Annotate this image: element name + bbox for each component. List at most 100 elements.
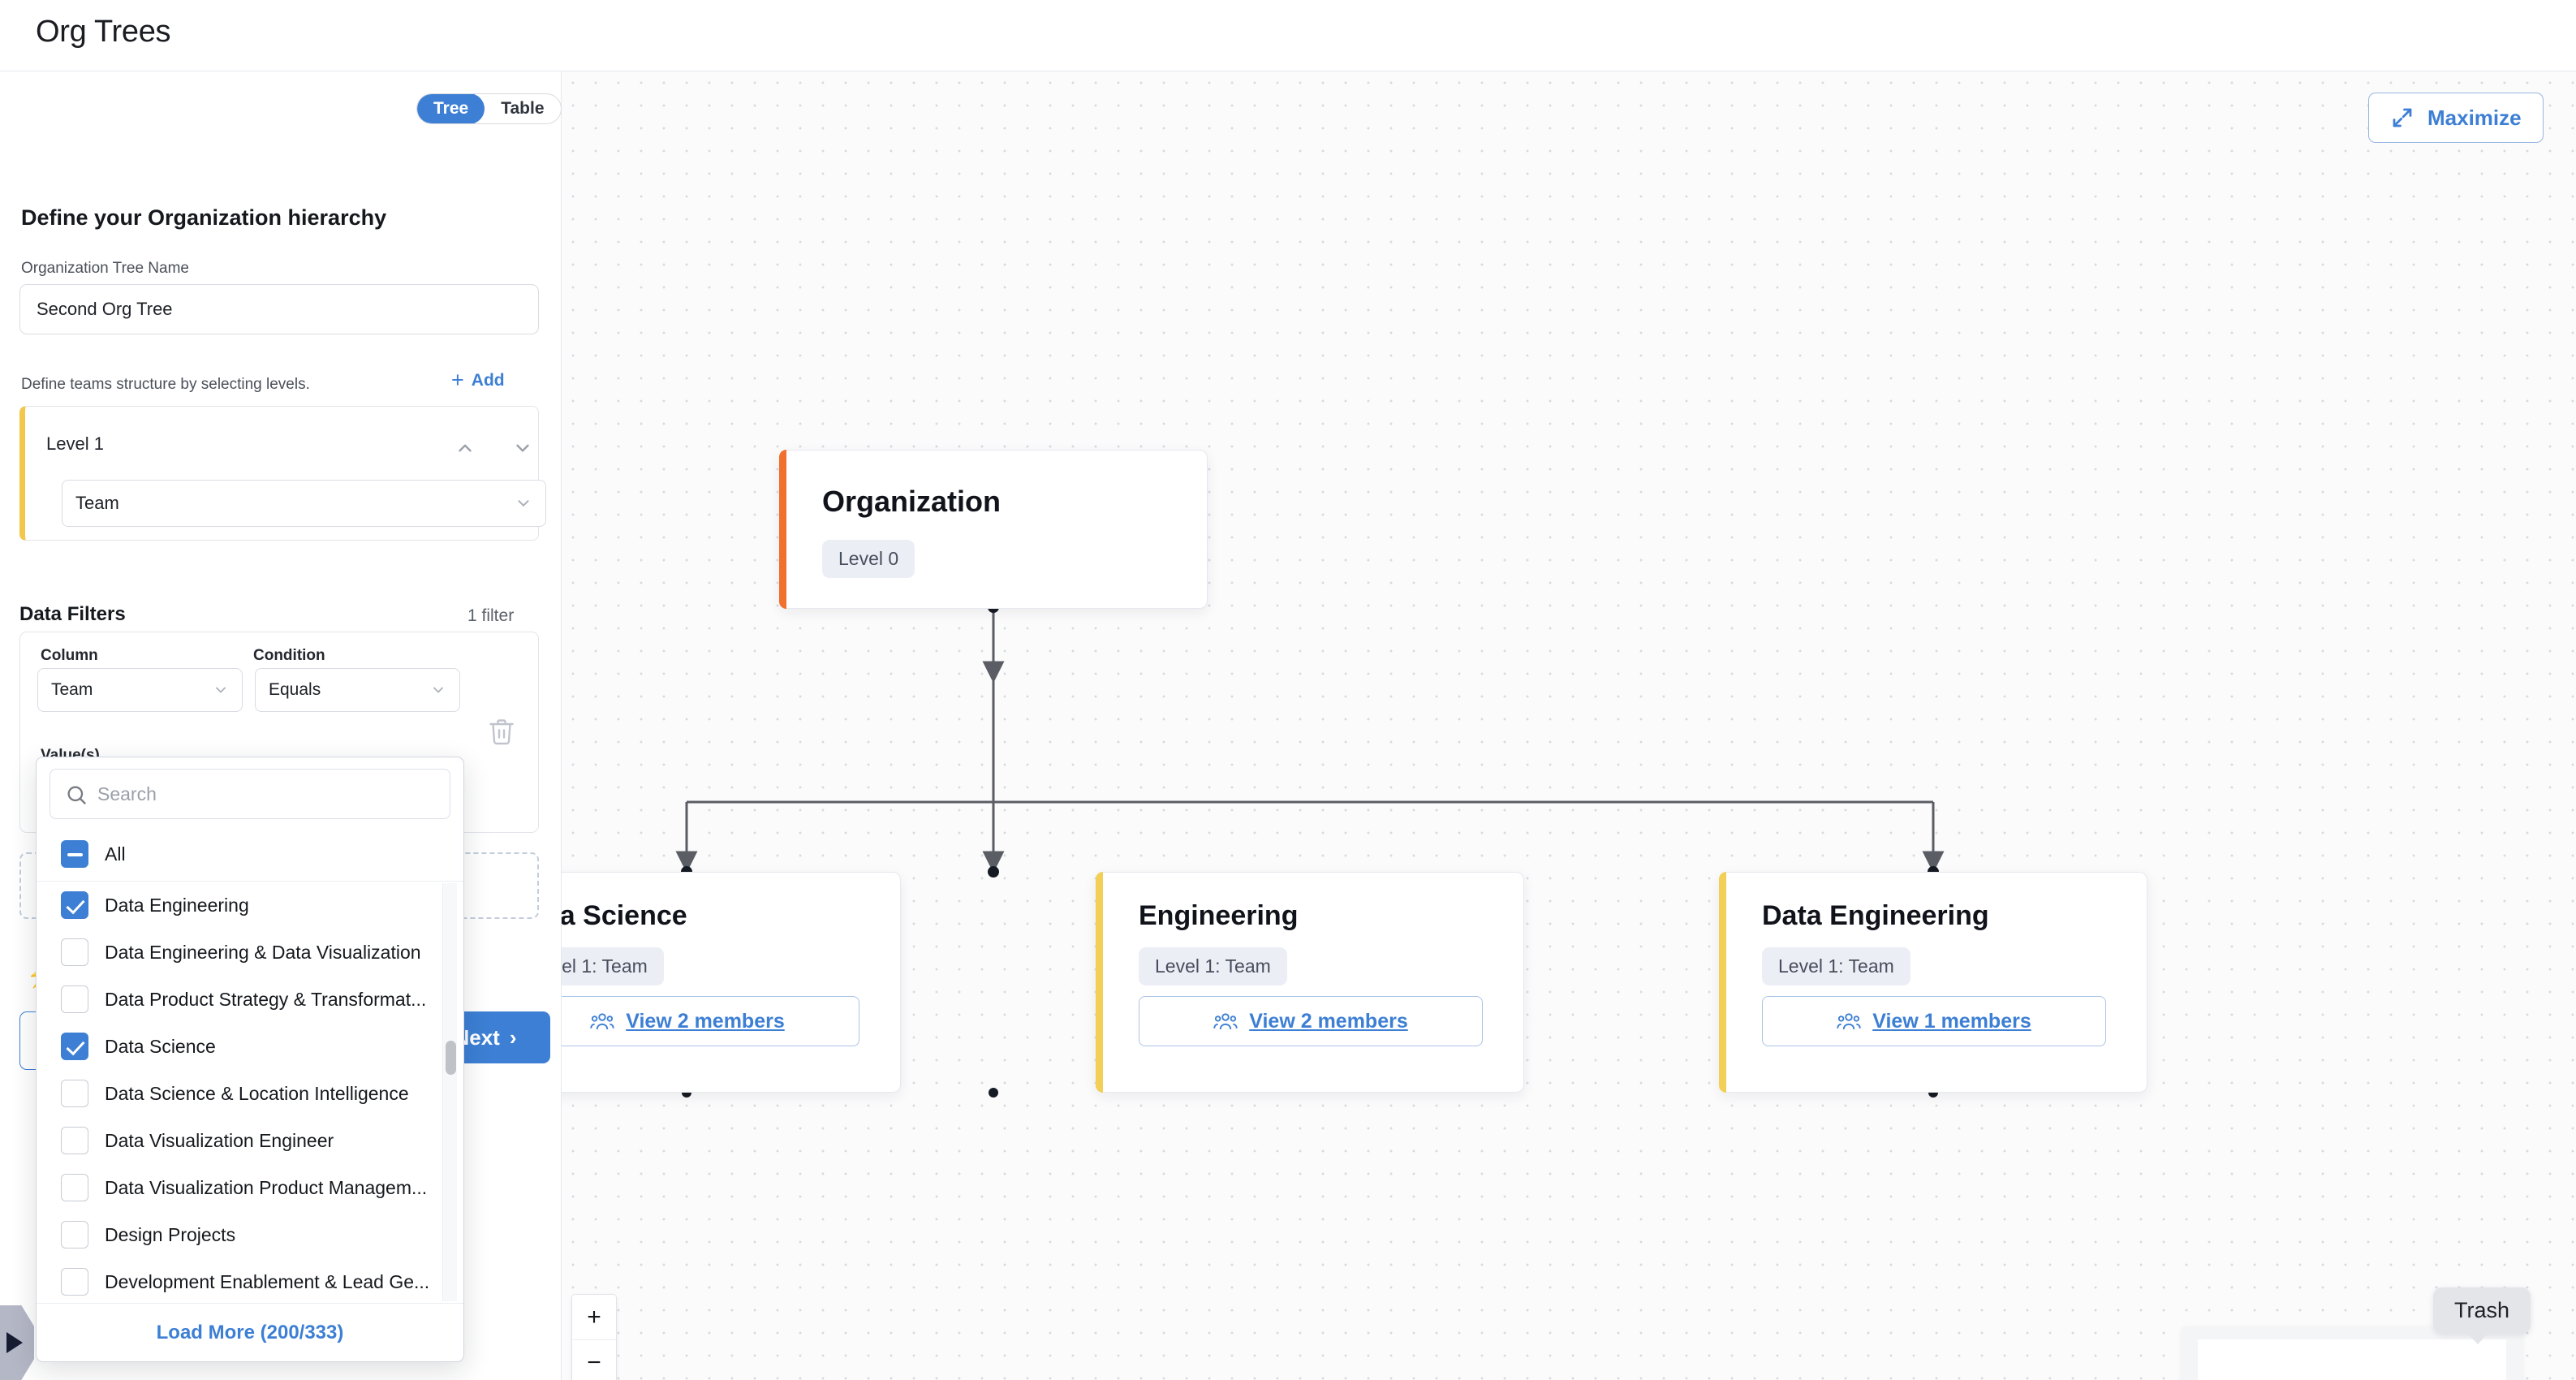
checkbox-indeterminate-icon[interactable] (61, 840, 88, 868)
node-level-chip: Level 1: Team (1762, 947, 1910, 985)
dropdown-search-input[interactable] (97, 783, 450, 805)
checkbox-icon[interactable] (61, 1268, 88, 1296)
panel-collapse-toggle[interactable] (0, 1305, 34, 1380)
view-members-button[interactable]: View 2 members (562, 996, 859, 1046)
dropdown-search-wrap (37, 757, 463, 829)
levels-hint-text: Define teams structure by selecting leve… (21, 376, 310, 393)
view-members-button[interactable]: View 1 members (1762, 996, 2106, 1046)
zoom-in-button[interactable]: + (572, 1295, 616, 1340)
node-accent-bar (779, 450, 786, 609)
top-header-bar: Org Trees (0, 0, 2576, 71)
list-item[interactable]: Design Projects (37, 1211, 463, 1258)
list-item[interactable]: Data Engineering & Data Visualization (37, 929, 463, 976)
chevron-up-icon (459, 444, 472, 452)
option-label: Data Science (105, 1035, 216, 1057)
checkbox-icon[interactable] (61, 1221, 88, 1248)
load-more-button[interactable]: Load More (200/333) (37, 1303, 463, 1361)
toggle-option-table[interactable]: Table (501, 99, 545, 118)
maximize-icon (2393, 108, 2412, 127)
checkbox-icon[interactable] (61, 1127, 88, 1154)
delete-filter-button[interactable] (487, 717, 516, 746)
option-label: Data Product Strategy & Transformat... (105, 988, 427, 1010)
node-level-chip: Level 1: Team (1139, 947, 1287, 985)
chevron-down-icon (516, 444, 529, 452)
dropdown-scrollbar[interactable] (442, 883, 457, 1301)
list-item[interactable]: Data Visualization Product Managem... (37, 1164, 463, 1211)
node-name: Data Engineering (1762, 900, 1989, 931)
filter-column-select[interactable]: Team (37, 668, 243, 712)
view-mode-toggle[interactable]: Tree Table (416, 93, 562, 124)
level-card: Level 1 Team (19, 406, 546, 541)
filter-column-value: Team (51, 680, 93, 699)
list-item[interactable]: Data Product Strategy & Transformat... (37, 976, 463, 1023)
data-filters-count: 1 filter (467, 606, 515, 625)
list-item[interactable]: Development Enablement & Lead Ge... (37, 1258, 463, 1303)
org-node-child[interactable]: Data Engineering Level 1: Team View 1 me… (1719, 872, 2147, 1093)
org-node-root[interactable]: Organization Level 0 (779, 450, 1208, 609)
level-type-select[interactable]: Team (62, 480, 546, 527)
load-more-label: Load More (200/333) (156, 1321, 344, 1343)
maximize-label: Maximize (2427, 105, 2522, 130)
condition-label: Condition (253, 647, 325, 664)
trash-icon (489, 719, 514, 745)
list-item[interactable]: Data Science (37, 1023, 463, 1070)
checkbox-icon[interactable] (61, 938, 88, 966)
plus-icon: + (451, 368, 464, 392)
add-level-button[interactable]: + Add (451, 369, 505, 391)
option-label: Data Engineering (105, 894, 249, 916)
chevron-right-icon: › (509, 1024, 517, 1050)
option-label: Design Projects (105, 1223, 236, 1245)
option-label: Data Visualization Engineer (105, 1129, 334, 1151)
option-label: Data Engineering & Data Visualization (105, 941, 421, 963)
option-label: Data Visualization Product Managem... (105, 1176, 428, 1198)
dropdown-option-list[interactable]: Data Engineering Data Engineering & Data… (37, 882, 463, 1303)
move-level-up-button[interactable] (451, 434, 479, 462)
maximize-button[interactable]: Maximize (2368, 93, 2544, 143)
checkbox-icon[interactable] (61, 985, 88, 1013)
checkbox-icon[interactable] (61, 891, 88, 919)
dropdown-select-all-row[interactable]: All (37, 829, 463, 882)
chevron-down-icon (515, 494, 532, 512)
trash-tooltip: Trash (2433, 1287, 2531, 1344)
dropdown-search-box[interactable] (50, 769, 450, 819)
org-node-child[interactable]: Engineering Level 1: Team View 2 members (1096, 872, 1524, 1093)
scrollbar-thumb[interactable] (446, 1041, 456, 1075)
list-item[interactable]: Data Visualization Engineer (37, 1117, 463, 1164)
org-tree-canvas[interactable]: Maximize Organization Level 0 Data Scien… (562, 71, 2576, 1380)
view-members-label: View 1 members (1872, 1009, 2031, 1033)
level-type-value: Team (75, 493, 119, 513)
org-node-child[interactable]: Data Science Level 1: Team View 2 member… (562, 872, 901, 1093)
node-level-chip: Level 1: Team (562, 947, 664, 985)
chevron-down-icon (213, 682, 229, 698)
view-members-button[interactable]: View 2 members (1139, 996, 1483, 1046)
members-icon (1837, 1013, 1861, 1030)
column-label: Column (41, 647, 98, 664)
triangle-right-icon (6, 1332, 23, 1353)
list-item[interactable]: Data Engineering (37, 882, 463, 929)
toggle-option-tree[interactable]: Tree (417, 94, 485, 123)
checkbox-icon[interactable] (61, 1174, 88, 1201)
node-name: Engineering (1139, 900, 1299, 931)
option-label: Data Science & Location Intelligence (105, 1082, 409, 1104)
node-level-chip: Level 0 (822, 540, 915, 578)
level-title: Level 1 (46, 433, 104, 454)
page-title: Org Trees (36, 15, 171, 49)
data-filters-title: Data Filters (19, 603, 126, 625)
tree-name-input[interactable] (19, 284, 539, 334)
list-item[interactable]: Data Science & Location Intelligence (37, 1070, 463, 1117)
canvas-minimap[interactable] (2182, 1326, 2522, 1380)
filter-condition-select[interactable]: Equals (255, 668, 460, 712)
filter-condition-value: Equals (269, 680, 321, 699)
panel-heading: Define your Organization hierarchy (21, 205, 387, 230)
zoom-out-button[interactable]: − (572, 1340, 616, 1380)
checkbox-icon[interactable] (61, 1033, 88, 1060)
members-icon (590, 1013, 614, 1030)
node-accent-bar (1719, 872, 1726, 1093)
move-level-down-button[interactable] (509, 434, 536, 462)
members-icon (1213, 1013, 1238, 1030)
node-name: Organization (822, 485, 1002, 518)
option-label: Development Enablement & Lead Ge... (105, 1270, 430, 1292)
checkbox-icon[interactable] (61, 1080, 88, 1107)
tree-connectors (675, 602, 1945, 1098)
minimap-viewport (2198, 1339, 2506, 1380)
